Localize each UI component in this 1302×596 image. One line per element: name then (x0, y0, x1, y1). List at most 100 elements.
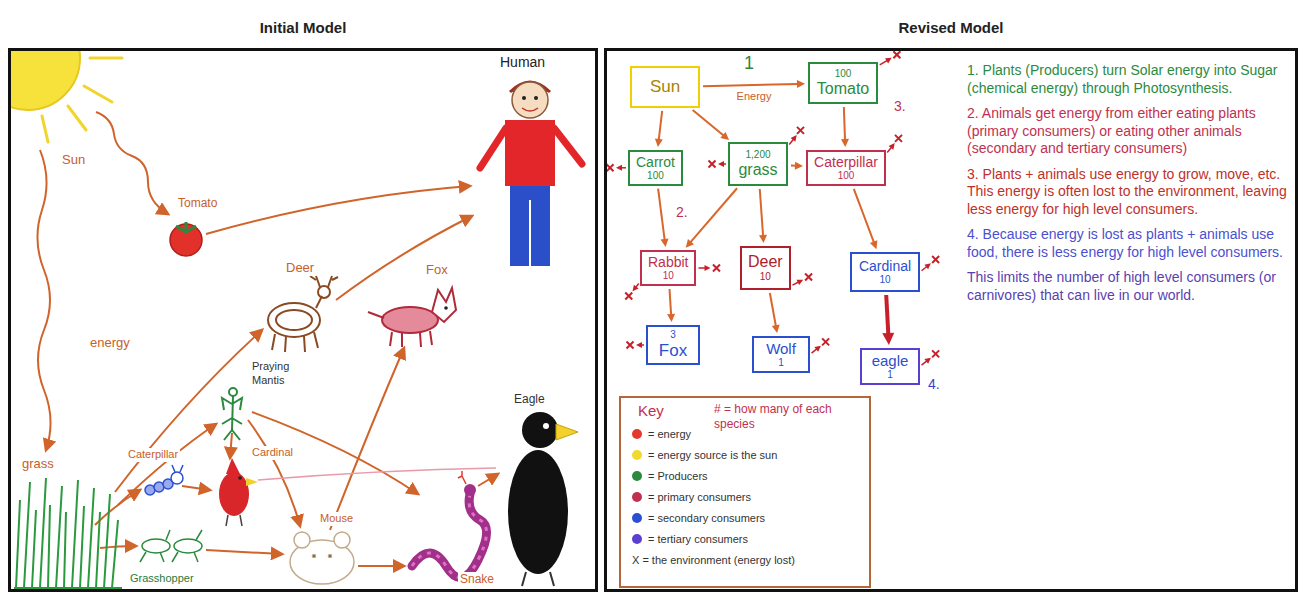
arrowhead (924, 263, 931, 269)
legend-swatch (632, 429, 642, 439)
species-count: 10 (760, 271, 771, 283)
species-count: 1,200 (745, 149, 770, 161)
arrowhead (720, 132, 729, 140)
human-drawing (480, 82, 582, 266)
energy-lost-mark (627, 342, 634, 349)
energy-lost-mark (895, 135, 902, 142)
callout-number: 1 (742, 52, 756, 75)
panel-title: Initial Model (11, 19, 595, 36)
legend-row: X = the environment (energy lost) (632, 554, 795, 566)
eagle-drawing (508, 450, 568, 574)
tomato-drawing (170, 222, 202, 256)
food-chain-arrow (248, 420, 300, 526)
arrowhead (870, 240, 877, 249)
arrowhead (882, 333, 894, 345)
arrowhead (667, 314, 675, 322)
grasshopper-drawing (140, 530, 202, 562)
deer-drawing (276, 310, 312, 330)
species-name: Wolf (766, 340, 796, 357)
legend-text: = energy (648, 428, 691, 440)
figure-label: Fox (424, 262, 450, 278)
note-text: 2. Animals get energy from either eating… (965, 105, 1294, 158)
arrowhead (655, 139, 663, 147)
energy-flow-line (690, 188, 737, 243)
arrowhead (797, 280, 804, 285)
energy-flow-arrow (770, 293, 780, 333)
note-text: This limits the number of high level con… (965, 269, 1294, 304)
energy-loss-arrow (625, 284, 638, 300)
snake-drawing (412, 471, 487, 578)
arrowhead (772, 324, 780, 333)
species-box: Wolf1 (752, 336, 810, 373)
species-count: 1 (778, 357, 784, 369)
arrowhead (791, 135, 797, 142)
energy-loss-arrow (922, 256, 940, 271)
energy-loss-arrow (709, 161, 727, 168)
food-chain-arrow (115, 330, 262, 492)
species-box: Caterpillar100 (806, 150, 886, 186)
arrowhead (661, 239, 669, 247)
energy-flow-line (760, 189, 763, 237)
food-chain-arrow (330, 348, 404, 530)
arrowhead (841, 139, 849, 147)
energy-flow-line (693, 110, 725, 136)
energy-wave (37, 112, 168, 450)
arrowhead (924, 358, 931, 364)
panel-title: Revised Model (607, 19, 1295, 36)
energy-wave (37, 150, 50, 450)
callout-number: 4. (926, 376, 942, 394)
species-box: 1,200grass (728, 142, 788, 186)
energy-loss-arrow (887, 135, 902, 153)
edge-label: Energy (735, 90, 774, 104)
energy-lost-mark (932, 350, 939, 357)
energy-lost-mark (625, 293, 632, 300)
callout-number: 2. (674, 204, 690, 222)
human-drawing (522, 96, 526, 100)
grass-drawing (16, 478, 118, 588)
legend-text: = primary consumers (648, 491, 751, 503)
note-text: 4. Because energy is lost as plants + an… (965, 226, 1294, 261)
energy-lost-mark (713, 265, 720, 272)
food-chain-arrow (95, 186, 498, 566)
legend-swatch (632, 534, 642, 544)
arrowhead (616, 165, 622, 171)
grasshopper-drawing (140, 530, 202, 562)
legend-swatch (632, 492, 642, 502)
sun-drawing (90, 57, 122, 60)
initial-model-panel: Initial Model (8, 48, 598, 592)
legend-row: = secondary consumers (632, 512, 765, 524)
eagle-drawing (543, 423, 549, 429)
food-chain-arrow (230, 433, 232, 458)
arrowhead (889, 143, 895, 150)
figure-label: Praying Mantis (250, 360, 312, 388)
legend-text: = energy source is the sun (648, 449, 777, 461)
energy-lost-mark (932, 256, 939, 263)
figure-label: Sun (60, 152, 87, 168)
food-chain-arrow (100, 546, 136, 548)
human-drawing (522, 108, 538, 111)
grass-drawing (14, 587, 122, 589)
species-count: 3 (670, 329, 676, 341)
food-chain-arrow (258, 468, 496, 480)
praying-mantis-drawing (222, 396, 242, 440)
deer-drawing (268, 303, 320, 337)
snake-drawing (412, 494, 487, 578)
species-name: grass (738, 161, 777, 179)
human-drawing (480, 128, 506, 168)
energy-flow-arrow (655, 111, 663, 147)
tomato-drawing (176, 222, 196, 232)
fox-drawing (444, 306, 448, 310)
note-text: 3. Plants + animals use energy to grow, … (965, 166, 1294, 219)
energy-flow-line (659, 111, 663, 141)
energy-loss-arrow (698, 265, 720, 272)
figure-label: Caterpillar (126, 448, 180, 462)
species-count: 100 (647, 170, 664, 182)
energy-lost-mark (607, 164, 614, 171)
species-count: 1 (887, 369, 893, 381)
energy-flow-arrow (703, 80, 805, 88)
species-name: Deer (748, 253, 783, 271)
food-web-illustration (11, 51, 595, 589)
legend-row: = energy (632, 428, 691, 440)
callout-number: 3. (892, 98, 908, 116)
sun-drawing (84, 86, 112, 102)
